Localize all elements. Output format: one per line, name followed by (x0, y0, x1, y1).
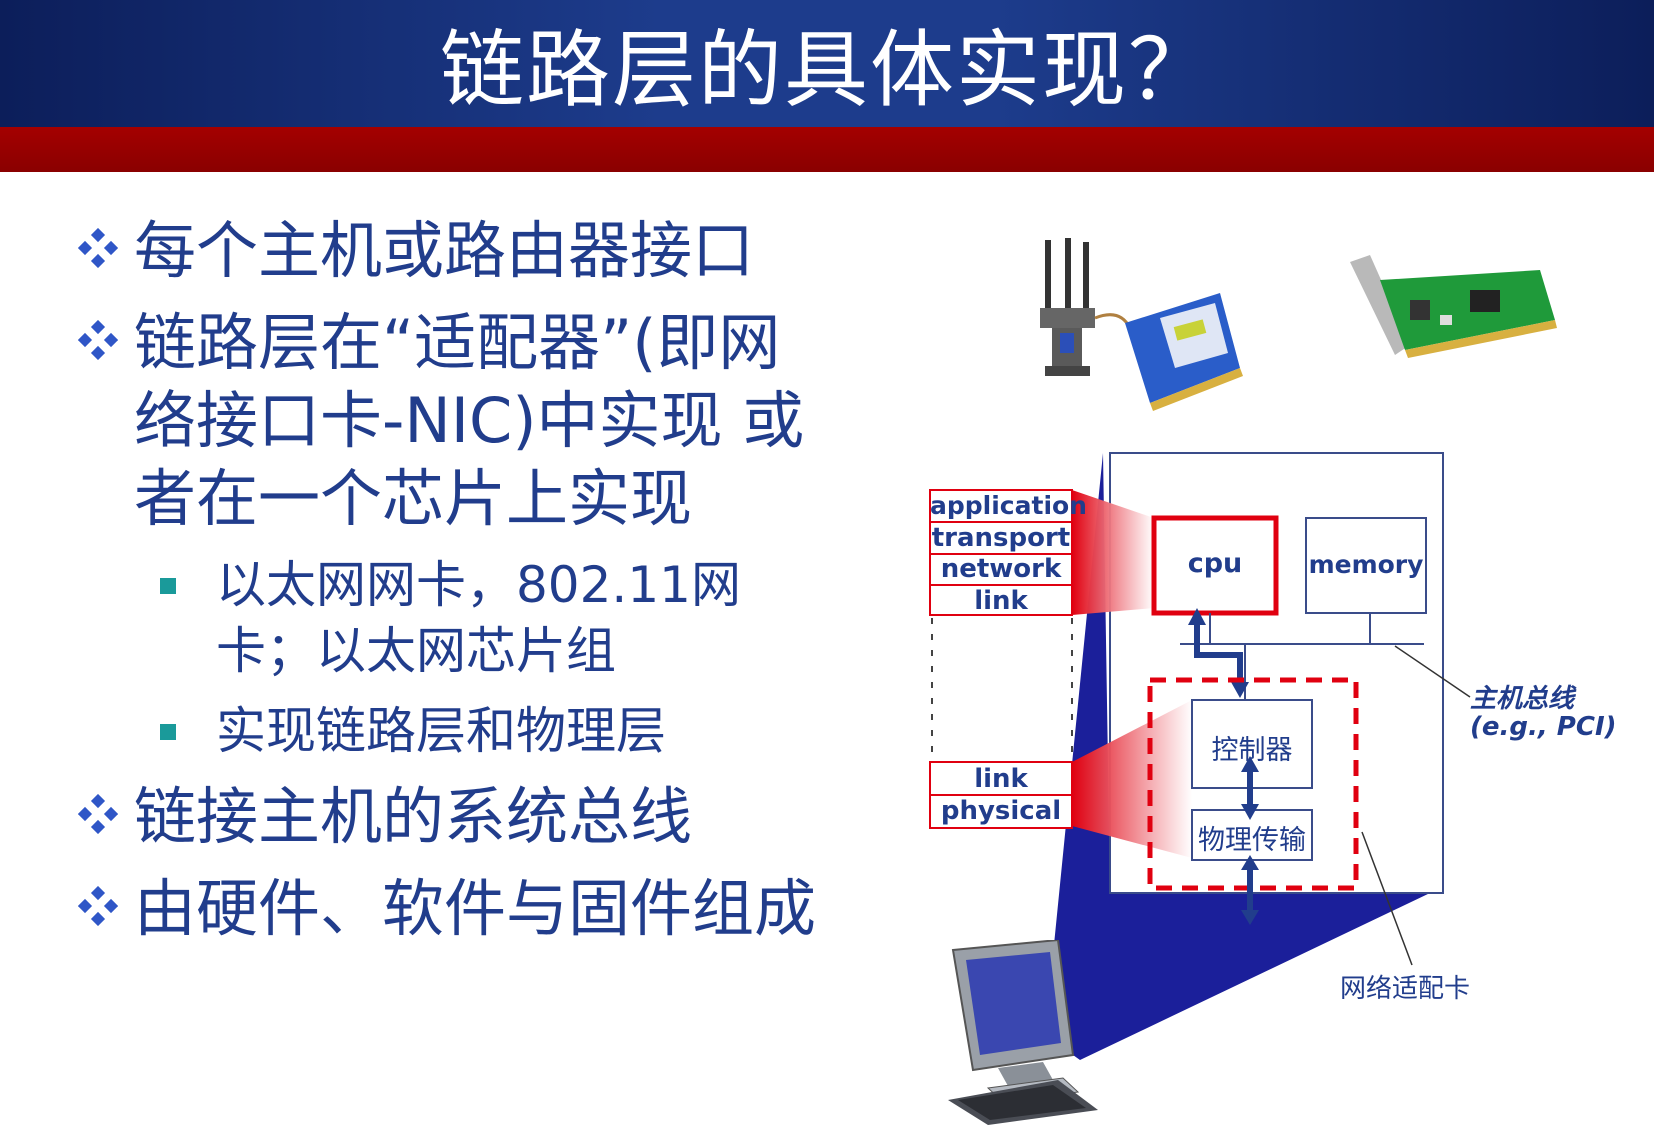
bullet-item: 链接主机的系统总线 (78, 778, 878, 856)
square-bullet-icon (160, 724, 176, 740)
slide-title: 链路层的具体实现？ (439, 21, 1214, 119)
stack-layer-physical: physical (940, 796, 1062, 826)
bullet-text: 链路层在“适配器”(即网络接口卡-NIC)中实现 或者在一个芯片上实现 (134, 306, 805, 535)
stack-layer-link: link (974, 586, 1028, 616)
cpu-label: cpu (1187, 548, 1243, 579)
adapter-label: 网络适配卡 (1340, 974, 1471, 1004)
title-underline-bar (0, 127, 1654, 172)
diamond-bullet-icon (78, 212, 134, 268)
sub-bullet-text: 实现链路层和物理层 (216, 702, 666, 760)
memory-box (1305, 517, 1427, 614)
cpu-box (1151, 515, 1279, 616)
host-bus-example-label: (e.g., PCI) (1470, 712, 1617, 742)
square-bullet-icon (160, 578, 176, 594)
diamond-bullet-icon (78, 870, 134, 926)
bottom-stack-callout (1072, 700, 1192, 858)
bullet-text: 每个主机或路由器接口 (134, 214, 755, 287)
bullet-text: 由硬件、软件与固件组成 (134, 872, 817, 945)
cpu-controller-arrow (1194, 618, 1243, 686)
bullet-item: 由硬件、软件与固件组成 (78, 870, 878, 948)
top-stack-callout (1072, 490, 1154, 615)
stack-layer-link-lower: link (974, 764, 1028, 794)
stack-layer-transport: transport (931, 523, 1071, 553)
stack-layer-application: application (930, 491, 1087, 520)
diamond-bullet-icon (78, 304, 134, 360)
stack-layer-network: network (940, 554, 1062, 584)
bullet-item: 链路层在“适配器”(即网络接口卡-NIC)中实现 或者在一个芯片上实现 (78, 304, 878, 538)
wireless-nic-card-image (1040, 238, 1243, 411)
upper-stack-box (929, 489, 1073, 616)
bullet-text: 链接主机的系统总线 (134, 780, 693, 853)
sub-bullet-item: 实现链路层和物理层 (160, 698, 878, 764)
bullet-item: 每个主机或路由器接口 (78, 212, 878, 290)
computer-monitor-image (948, 940, 1098, 1125)
perspective-wedge (1045, 453, 1430, 1060)
ethernet-nic-card-image (1350, 255, 1557, 358)
title-bar (0, 0, 1654, 127)
controller-label: 控制器 (1211, 735, 1293, 766)
memory-label: memory (1308, 550, 1424, 579)
sub-bullet-text: 以太网网卡，802.11网卡；以太网芯片组 (216, 556, 741, 680)
diamond-bullet-icon (78, 778, 134, 834)
host-bus-label: 主机总线 (1470, 684, 1575, 714)
physical-transmission-label: 物理传输 (1198, 825, 1306, 856)
bullet-list: 每个主机或路由器接口 链路层在“适配器”(即网络接口卡-NIC)中实现 或者在一… (78, 212, 878, 962)
sub-bullet-item: 以太网网卡，802.11网卡；以太网芯片组 (160, 552, 878, 684)
